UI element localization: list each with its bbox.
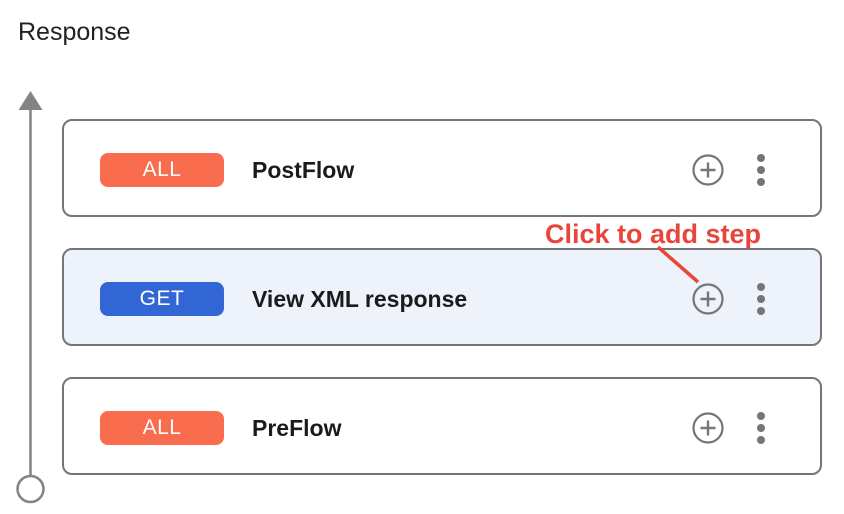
flow-card-postflow[interactable]: ALL PostFlow — [62, 119, 822, 217]
start-circle-icon — [16, 474, 45, 504]
method-badge: GET — [100, 282, 224, 316]
flow-card-preflow[interactable]: ALL PreFlow — [62, 377, 822, 475]
flow-name: PreFlow — [252, 414, 342, 441]
annotation-text: Click to add step — [545, 219, 762, 249]
add-step-button[interactable] — [691, 411, 725, 445]
plus-circle-icon — [692, 412, 724, 444]
section-title: Response — [18, 18, 131, 46]
kebab-menu-icon — [757, 412, 765, 420]
add-step-button[interactable] — [691, 282, 725, 316]
kebab-menu-icon — [757, 283, 765, 291]
method-badge: ALL — [100, 411, 224, 445]
method-badge: ALL — [100, 153, 224, 187]
kebab-menu-icon — [757, 154, 765, 162]
plus-circle-icon — [692, 154, 724, 186]
arrow-up-icon — [18, 91, 43, 110]
more-options-button[interactable] — [751, 412, 771, 444]
flow-card-view-xml-response[interactable]: GET View XML response — [62, 248, 822, 346]
more-options-button[interactable] — [751, 283, 771, 315]
plus-circle-icon — [692, 283, 724, 315]
flow-name: PostFlow — [252, 156, 355, 183]
more-options-button[interactable] — [751, 154, 771, 186]
flow-name: View XML response — [252, 285, 468, 312]
add-step-button[interactable] — [691, 153, 725, 187]
